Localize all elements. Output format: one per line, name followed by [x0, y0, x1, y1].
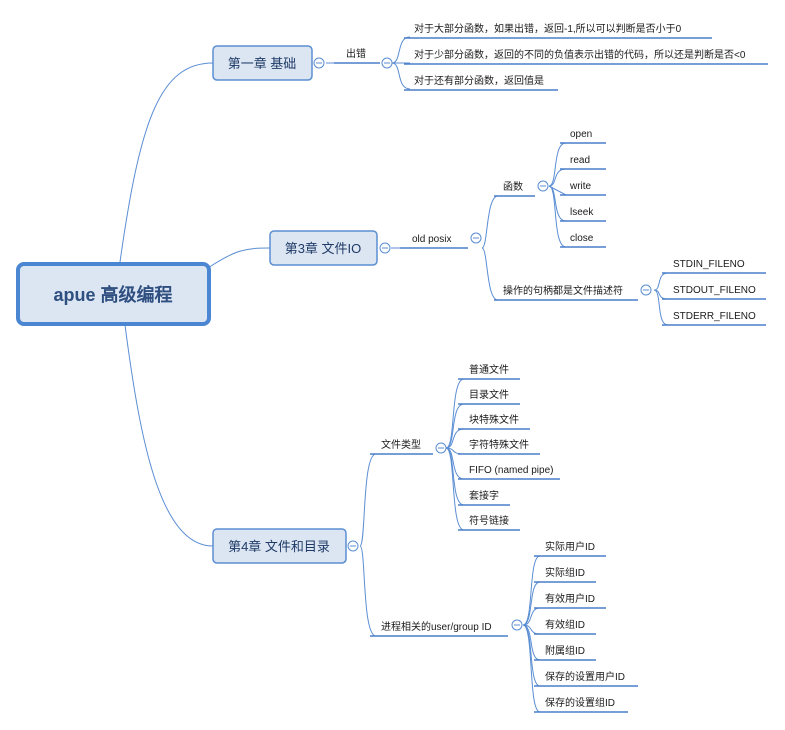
leaf-label: 字符特殊文件: [469, 438, 529, 451]
leaf-label: lseek: [570, 207, 594, 218]
root-node[interactable]: apue 高级编程: [16, 262, 211, 326]
collapse-icon[interactable]: [313, 57, 325, 69]
leaf-label: read: [570, 155, 590, 166]
leaf-label: 保存的设置组ID: [545, 696, 615, 709]
leaf-label: 对于少部分函数，返回的不同的负值表示出错的代码，所以还是判断是否<0: [414, 48, 746, 61]
leaf-label: close: [570, 233, 594, 244]
leaf-node[interactable]: 目录文件: [458, 388, 520, 405]
leaf-node[interactable]: 对于大部分函数，如果出错，返回-1,所以可以判断是否小于0: [404, 22, 712, 39]
leaf-node[interactable]: lseek: [560, 207, 606, 222]
leaf-node[interactable]: 对于少部分函数，返回的不同的负值表示出错的代码，所以还是判断是否<0: [404, 48, 768, 65]
leaf-node[interactable]: STDOUT_FILENO: [662, 285, 766, 300]
leaf-node[interactable]: 实际用户ID: [534, 540, 606, 557]
leaf-label: 对于还有部分函数，返回值是: [414, 74, 544, 87]
leaf-label: open: [570, 129, 592, 140]
leaf-node[interactable]: read: [560, 155, 606, 170]
topic-node-file-types[interactable]: 文件类型: [370, 438, 433, 455]
leaf-node[interactable]: 有效组ID: [534, 618, 596, 635]
group-label: 函数: [503, 180, 523, 193]
leaf-label: 有效用户ID: [545, 592, 595, 605]
leaf-node[interactable]: 普通文件: [458, 363, 520, 380]
leaf-label: 实际组ID: [545, 566, 585, 579]
leaf-label: 保存的设置用户ID: [545, 670, 625, 683]
collapse-icon[interactable]: [537, 180, 549, 192]
leaf-node[interactable]: 保存的设置组ID: [534, 696, 628, 713]
collapse-icon[interactable]: [470, 232, 482, 244]
leaf-label: 符号链接: [469, 514, 509, 527]
leaf-node[interactable]: 保存的设置用户ID: [534, 670, 638, 687]
leaf-node[interactable]: FIFO (named pipe): [458, 465, 560, 480]
leaf-label: write: [569, 181, 592, 192]
leaf-label: STDIN_FILENO: [673, 259, 745, 270]
chapter-node-basics[interactable]: 第一章 基础: [212, 45, 313, 81]
topic-label: 出错: [346, 47, 366, 60]
leaf-node[interactable]: 对于还有部分函数，返回值是: [404, 74, 558, 91]
chapter-title: 第4章 文件和目录: [228, 539, 330, 554]
root-title: apue 高级编程: [53, 284, 172, 305]
leaf-node[interactable]: 符号链接: [458, 514, 520, 531]
leaf-node[interactable]: write: [560, 181, 606, 196]
topic-node-user-group-id[interactable]: 进程相关的user/group ID: [370, 620, 508, 637]
leaf-label: 目录文件: [469, 388, 509, 401]
collapse-icon[interactable]: [347, 540, 359, 552]
topic-label: 进程相关的user/group ID: [381, 620, 492, 633]
leaf-node[interactable]: 附属组ID: [534, 644, 596, 661]
leaf-label: STDERR_FILENO: [673, 311, 756, 322]
leaf-label: 块特殊文件: [469, 413, 519, 426]
group-node-descriptors[interactable]: 操作的句柄都是文件描述符: [494, 284, 638, 301]
leaf-label: FIFO (named pipe): [469, 465, 553, 476]
leaf-node[interactable]: STDERR_FILENO: [662, 311, 766, 326]
leaf-node[interactable]: 有效用户ID: [534, 592, 606, 609]
chapter-node-file-io[interactable]: 第3章 文件IO: [269, 230, 378, 266]
leaf-label: 对于大部分函数，如果出错，返回-1,所以可以判断是否小于0: [414, 22, 682, 35]
collapse-icon[interactable]: [640, 284, 652, 296]
leaf-label: 附属组ID: [545, 644, 585, 657]
leaf-node[interactable]: 套接字: [458, 489, 510, 506]
collapse-icon[interactable]: [511, 619, 523, 631]
collapse-icon[interactable]: [379, 242, 391, 254]
topic-label: 文件类型: [381, 438, 421, 451]
topic-node-old-posix[interactable]: old posix: [400, 234, 468, 249]
leaf-label: STDOUT_FILENO: [673, 285, 756, 296]
leaf-label: 有效组ID: [545, 618, 585, 631]
leaf-node[interactable]: 块特殊文件: [458, 413, 530, 430]
collapse-icon[interactable]: [381, 57, 393, 69]
group-node-functions[interactable]: 函数: [494, 180, 535, 197]
collapse-icon[interactable]: [435, 442, 447, 454]
leaf-node[interactable]: 字符特殊文件: [458, 438, 540, 455]
chapter-title: 第3章 文件IO: [285, 241, 362, 256]
group-label: 操作的句柄都是文件描述符: [503, 284, 623, 297]
chapter-title: 第一章 基础: [228, 56, 297, 71]
chapter-node-files-dirs[interactable]: 第4章 文件和目录: [212, 528, 347, 564]
leaf-node[interactable]: close: [560, 233, 606, 248]
leaf-label: 普通文件: [469, 363, 509, 376]
leaf-node[interactable]: 实际组ID: [534, 566, 596, 583]
topic-node-errors[interactable]: 出错: [334, 47, 380, 64]
topic-label: old posix: [412, 234, 451, 245]
leaf-node[interactable]: open: [560, 129, 606, 144]
leaf-label: 套接字: [469, 489, 499, 502]
leaf-node[interactable]: STDIN_FILENO: [662, 259, 766, 274]
leaf-label: 实际用户ID: [545, 540, 595, 553]
